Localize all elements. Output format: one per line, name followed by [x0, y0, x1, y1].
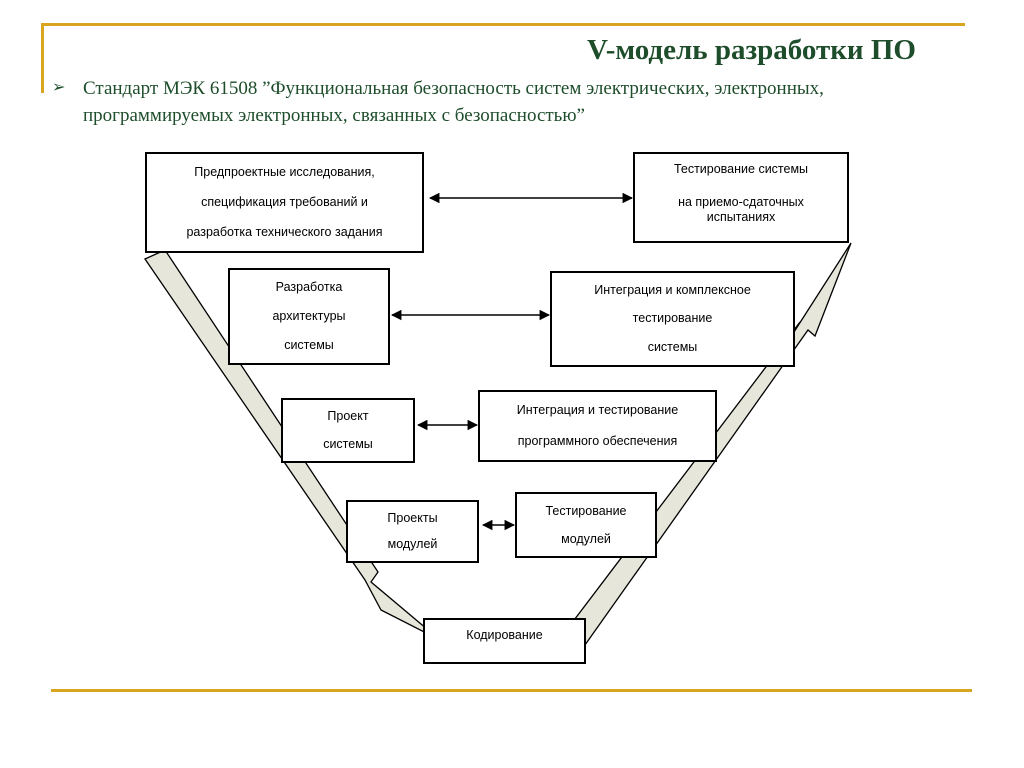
- bottom-accent-rule: [51, 689, 972, 692]
- box-module-testing: Тестирование модулей: [515, 492, 657, 558]
- box-requirements-line-2: спецификация требований и: [201, 194, 368, 209]
- box-system-design-line-2: системы: [323, 436, 373, 451]
- left-accent-rule: [41, 23, 44, 93]
- box-architecture-line-3: системы: [284, 338, 334, 352]
- bullet-arrow-icon: ➢: [52, 77, 66, 96]
- bullet-line-2: программируемых электронных, связанных с…: [83, 105, 585, 126]
- box-module-design-line-2: модулей: [387, 537, 438, 552]
- box-integration-software-line-1: Интеграция и тестирование: [516, 403, 679, 417]
- bullet-line-1: Стандарт МЭК 61508 ”Функциональная безоп…: [83, 78, 824, 99]
- box-integration-system-line-3: системы: [647, 340, 698, 355]
- bullet-text: Стандарт МЭК 61508 ”Функциональная безоп…: [83, 75, 963, 129]
- box-integration-system-line-1: Интеграция и комплексное: [594, 282, 751, 297]
- box-integration-system-line-2: тестирование: [632, 311, 713, 326]
- box-integration-system: Интеграция и комплексное тестирование си…: [550, 271, 795, 367]
- box-integration-software-line-2: программного обеспечения: [517, 434, 678, 448]
- box-system-testing-line-3: испытаниях: [706, 210, 776, 224]
- top-accent-rule: [44, 23, 965, 26]
- box-architecture-line-2: архитектуры: [272, 309, 346, 323]
- box-system-testing-line-1: Тестирование системы: [673, 162, 809, 176]
- box-integration-software: Интеграция и тестирование программного о…: [478, 390, 717, 462]
- box-system-design-line-1: Проект: [327, 409, 369, 424]
- slide-title: V-модель разработки ПО: [586, 34, 916, 66]
- box-module-testing-line-1: Тестирование: [545, 503, 627, 518]
- box-architecture-line-1: Разработка: [275, 280, 343, 294]
- box-module-testing-line-2: модулей: [561, 531, 611, 546]
- box-system-testing-line-2: на приемо-сдаточных: [678, 195, 804, 209]
- box-coding-line-1: Кодирование: [466, 628, 543, 642]
- box-module-design: Проекты модулей: [346, 500, 479, 563]
- box-module-design-line-1: Проекты: [387, 510, 438, 525]
- box-requirements-line-1: Предпроектные исследования,: [194, 164, 375, 179]
- box-coding: Кодирование: [423, 618, 586, 664]
- box-system-design: Проект системы: [281, 398, 415, 463]
- box-requirements: Предпроектные исследования, спецификация…: [145, 152, 424, 253]
- box-requirements-line-3: разработка технического задания: [186, 225, 383, 240]
- box-system-testing: Тестирование системы на приемо-сдаточных…: [633, 152, 849, 243]
- box-architecture: Разработка архитектуры системы: [228, 268, 390, 365]
